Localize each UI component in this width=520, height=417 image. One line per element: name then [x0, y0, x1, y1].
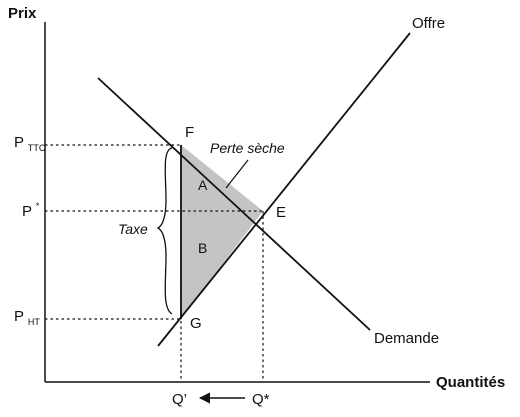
price-eq-label: P *: [22, 201, 40, 220]
price-ht-sub: HT: [28, 317, 40, 327]
region-a-label: A: [198, 177, 208, 193]
quantity-q-star-label: Q*: [252, 391, 270, 408]
deadweight-loss-leader: [225, 159, 249, 189]
demand-curve: [97, 77, 371, 331]
quantity-q-prime-label: Q’: [172, 391, 187, 408]
tax-brace: [156, 147, 173, 315]
point-g-label: G: [190, 315, 202, 332]
x-axis-label: Quantités: [436, 374, 505, 391]
point-f-label: F: [185, 124, 194, 141]
region-b-label: B: [198, 240, 207, 256]
dotted-guides: [45, 144, 264, 382]
price-ttc-label: P TTC: [14, 134, 46, 153]
tax-label: Taxe: [118, 221, 148, 237]
price-ht-label: P HT: [14, 308, 40, 327]
y-axis-label: Prix: [8, 5, 37, 22]
supply-label: Offre: [412, 15, 445, 32]
price-ttc-sub: TTC: [28, 143, 46, 153]
price-eq-sup: *: [36, 201, 40, 211]
price-ttc-main: P: [14, 134, 24, 151]
deadweight-loss-label: Perte sèche: [210, 140, 285, 156]
supply-curve: [157, 32, 411, 347]
price-eq-main: P: [22, 203, 32, 220]
price-ht-main: P: [14, 308, 24, 325]
demand-label: Demande: [374, 330, 439, 347]
deadweight-loss-triangle: [181, 145, 263, 319]
point-e-label: E: [276, 204, 286, 221]
